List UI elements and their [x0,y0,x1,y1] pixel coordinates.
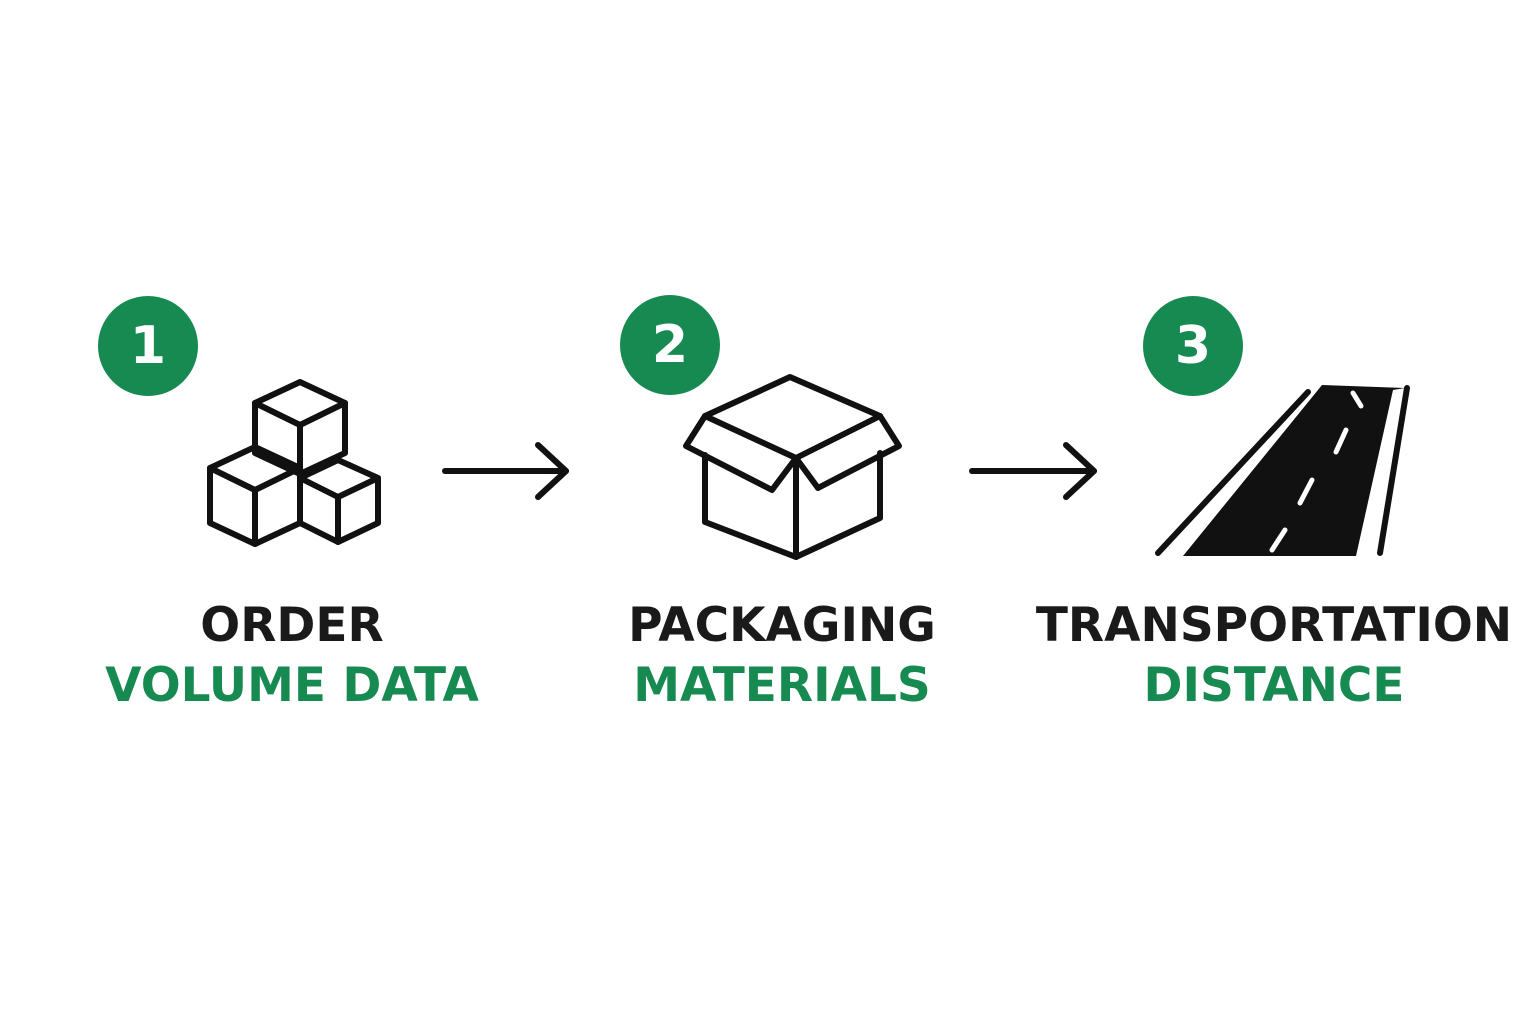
road-icon [1155,385,1410,556]
step-3-title-line1: TRANSPORTATION [1035,598,1513,653]
step-1-label: ORDER VOLUME DATA [32,596,552,716]
step-2-title-line1: PACKAGING [628,598,936,653]
step-1-number: 1 [129,316,167,376]
step-1-title-line2: VOLUME DATA [105,658,479,713]
step-3-label: TRANSPORTATION DISTANCE [1014,596,1534,716]
arrow-right-icon [442,442,569,500]
step-2-number-badge: 2 [620,295,720,395]
step-1-title-line1: ORDER [200,598,384,653]
step-3-title-line2: DISTANCE [1143,658,1405,713]
stacked-cubes-icon [207,379,381,547]
arrow-right-icon [969,442,1097,500]
open-box-icon [683,374,902,560]
step-2-title-line2: MATERIALS [633,658,931,713]
step-1-number-badge: 1 [98,296,198,396]
step-3-number: 3 [1174,316,1212,376]
step-2-number: 2 [651,315,689,375]
step-3-number-badge: 3 [1143,296,1243,396]
step-2-label: PACKAGING MATERIALS [522,596,1042,716]
